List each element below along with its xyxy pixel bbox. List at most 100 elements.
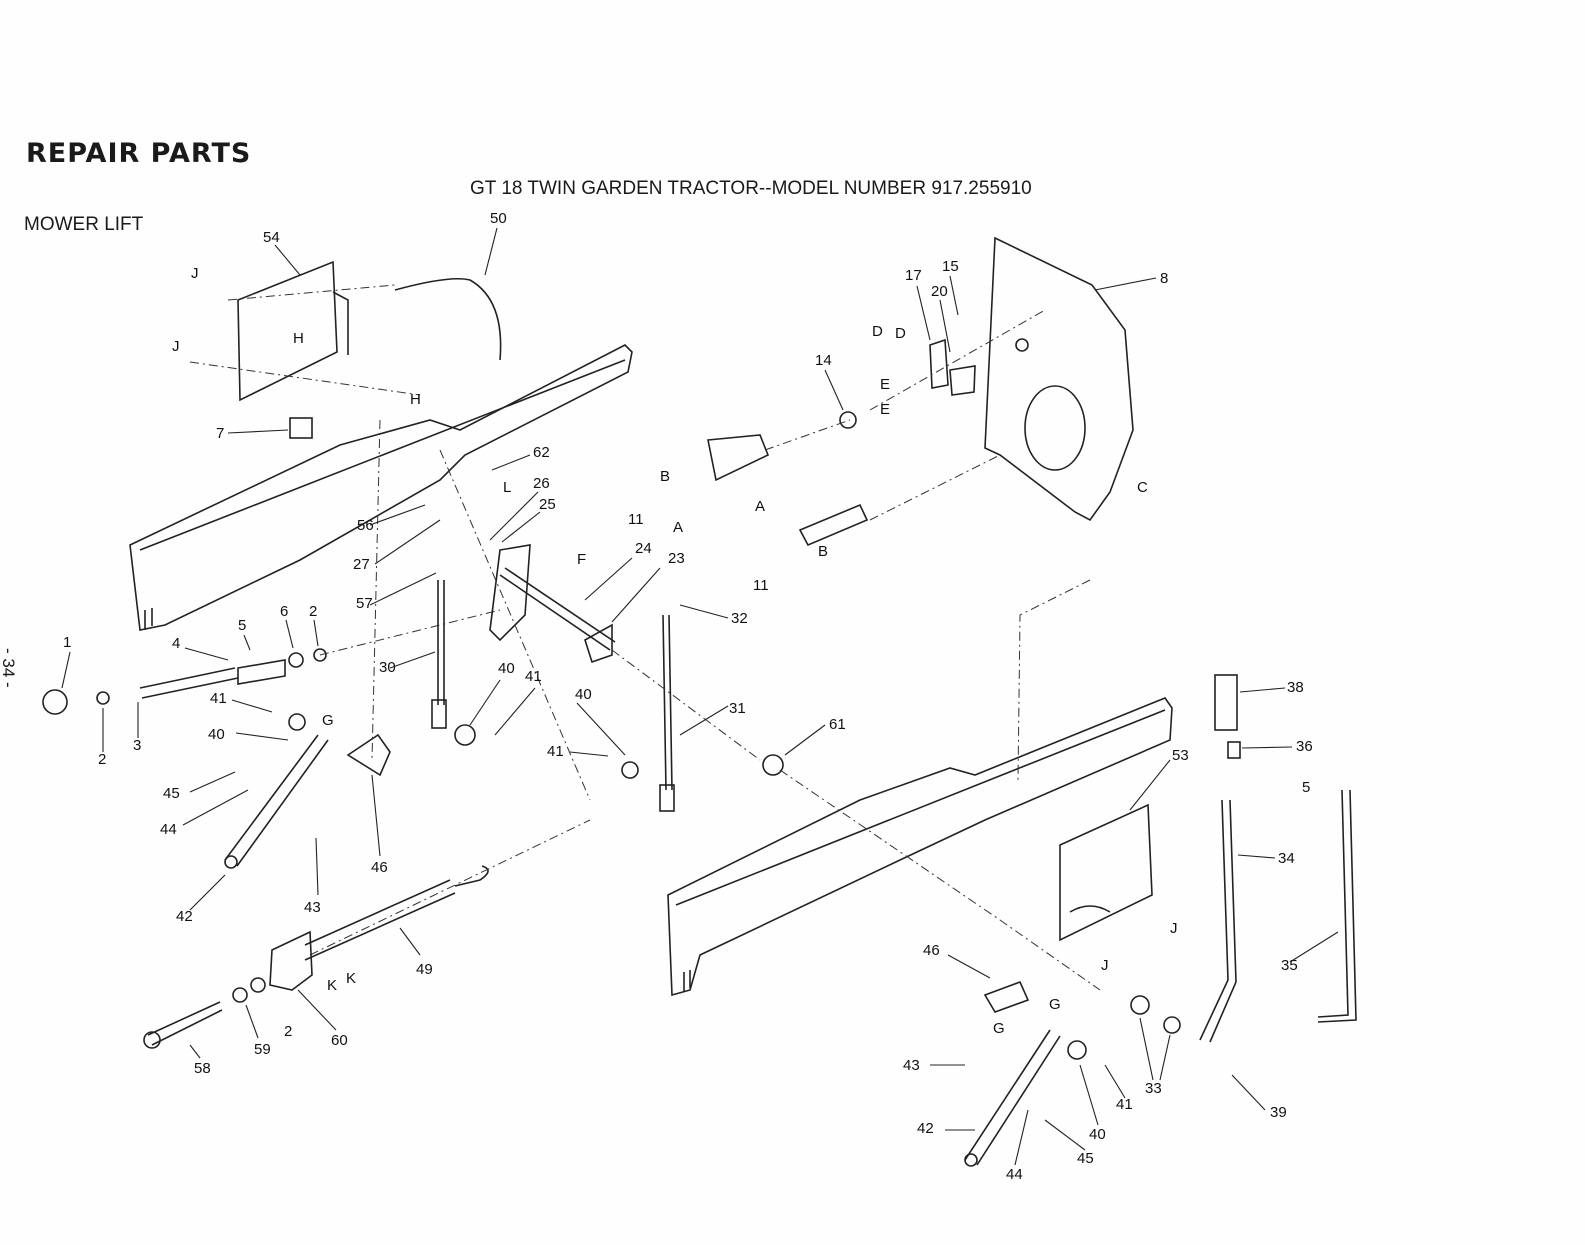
callout-8: 8 bbox=[1160, 270, 1168, 287]
rod-35 bbox=[1318, 790, 1356, 1022]
callout-25: 25 bbox=[539, 496, 556, 513]
callout-41: 41 bbox=[210, 690, 227, 707]
callout-35: 35 bbox=[1281, 957, 1298, 974]
ref-letter-e: E bbox=[880, 376, 890, 393]
callout-49: 49 bbox=[416, 961, 433, 978]
left-frame-rail bbox=[130, 345, 632, 630]
callout-40: 40 bbox=[498, 660, 515, 677]
ref-letter-b: B bbox=[660, 468, 670, 485]
right-frame-rail bbox=[668, 698, 1172, 995]
callout-61: 61 bbox=[829, 716, 846, 733]
lift-link-31 bbox=[660, 615, 674, 811]
callout-numbers: 1 2 2 2 3 4 5 5 6 7 8 11 11 14 15 17 20 … bbox=[63, 210, 1313, 1183]
lift-link-30 bbox=[432, 580, 446, 728]
ref-letter-d: D bbox=[872, 323, 883, 340]
callout-24: 24 bbox=[635, 540, 652, 557]
bolt-58 bbox=[144, 1002, 222, 1048]
ref-letter-a: A bbox=[755, 498, 765, 515]
callout-41: 41 bbox=[547, 743, 564, 760]
ref-letter-f: F bbox=[577, 551, 586, 568]
callout-14: 14 bbox=[815, 352, 832, 369]
callout-11: 11 bbox=[753, 577, 769, 594]
callout-42: 42 bbox=[176, 908, 193, 925]
callout-62: 62 bbox=[533, 444, 550, 461]
callout-4: 4 bbox=[172, 635, 180, 652]
callout-2: 2 bbox=[284, 1023, 292, 1040]
callout-27: 27 bbox=[353, 556, 370, 573]
ref-letter-g: G bbox=[322, 712, 334, 729]
ref-letter-h: H bbox=[293, 330, 304, 347]
ref-letter-g: G bbox=[993, 1020, 1005, 1037]
callout-44: 44 bbox=[1006, 1166, 1023, 1183]
callout-2: 2 bbox=[309, 603, 317, 620]
ref-letter-k: K bbox=[327, 977, 337, 994]
callout-30: 30 bbox=[379, 659, 396, 676]
callout-43: 43 bbox=[304, 899, 321, 916]
ref-letter-k: K bbox=[346, 970, 356, 987]
ref-letter-j: J bbox=[1170, 920, 1178, 937]
rear-plate bbox=[985, 238, 1133, 520]
callout-50: 50 bbox=[490, 210, 507, 227]
callout-3: 3 bbox=[133, 737, 141, 754]
handle-34 bbox=[1200, 675, 1240, 1042]
callout-56: 56 bbox=[357, 517, 374, 534]
lift-spring bbox=[305, 820, 590, 960]
callout-41: 41 bbox=[525, 668, 542, 685]
lift-shaft bbox=[43, 610, 500, 714]
callout-60: 60 bbox=[331, 1032, 348, 1049]
callout-20: 20 bbox=[931, 283, 948, 300]
callout-17: 17 bbox=[905, 267, 922, 284]
bracket-60 bbox=[270, 932, 312, 990]
callout-46: 46 bbox=[371, 859, 388, 876]
leader-lines bbox=[62, 228, 1338, 1165]
ref-letter-c: C bbox=[1137, 479, 1148, 496]
callout-32: 32 bbox=[731, 610, 748, 627]
callout-33: 33 bbox=[1145, 1080, 1162, 1097]
callout-44: 44 bbox=[160, 821, 177, 838]
ref-letter-j: J bbox=[172, 338, 180, 355]
callout-58: 58 bbox=[194, 1060, 211, 1077]
callout-57: 57 bbox=[356, 595, 373, 612]
cross-shaft-23 bbox=[490, 545, 615, 662]
ref-letter-a: A bbox=[673, 519, 683, 536]
callout-31: 31 bbox=[729, 700, 746, 717]
ref-letter-d: D bbox=[895, 325, 906, 342]
ref-letter-j: J bbox=[191, 265, 199, 282]
ref-letter-b: B bbox=[818, 543, 828, 560]
callout-11: 11 bbox=[628, 511, 644, 528]
callout-26: 26 bbox=[533, 475, 550, 492]
callout-23: 23 bbox=[668, 550, 685, 567]
callout-43: 43 bbox=[903, 1057, 920, 1074]
ref-letter-h: H bbox=[410, 391, 421, 408]
ref-letter-g: G bbox=[1049, 996, 1061, 1013]
alignment-lines bbox=[190, 285, 1100, 990]
lever-46-left bbox=[348, 735, 390, 775]
callout-45: 45 bbox=[163, 785, 180, 802]
callout-40: 40 bbox=[1089, 1126, 1106, 1143]
ref-letter-e: E bbox=[880, 401, 890, 418]
callout-5: 5 bbox=[238, 617, 246, 634]
callout-54: 54 bbox=[263, 229, 280, 246]
callout-7: 7 bbox=[216, 425, 224, 442]
callout-59: 59 bbox=[254, 1041, 271, 1058]
callout-34: 34 bbox=[1278, 850, 1295, 867]
callout-2: 2 bbox=[98, 751, 106, 768]
callout-36: 36 bbox=[1296, 738, 1313, 755]
lift-link-42-left bbox=[225, 735, 328, 868]
callout-38: 38 bbox=[1287, 679, 1304, 696]
callout-1: 1 bbox=[63, 634, 71, 651]
callout-6: 6 bbox=[280, 603, 288, 620]
callout-46: 46 bbox=[923, 942, 940, 959]
callout-40: 40 bbox=[208, 726, 225, 743]
side-plate-53 bbox=[1060, 805, 1152, 940]
callout-53: 53 bbox=[1172, 747, 1189, 764]
callout-15: 15 bbox=[942, 258, 959, 275]
wire-guide-50 bbox=[395, 279, 501, 360]
callout-40: 40 bbox=[575, 686, 592, 703]
callout-42: 42 bbox=[917, 1120, 934, 1137]
lever-46-right bbox=[985, 982, 1028, 1012]
callout-5: 5 bbox=[1302, 779, 1310, 796]
callout-41: 41 bbox=[1116, 1096, 1133, 1113]
